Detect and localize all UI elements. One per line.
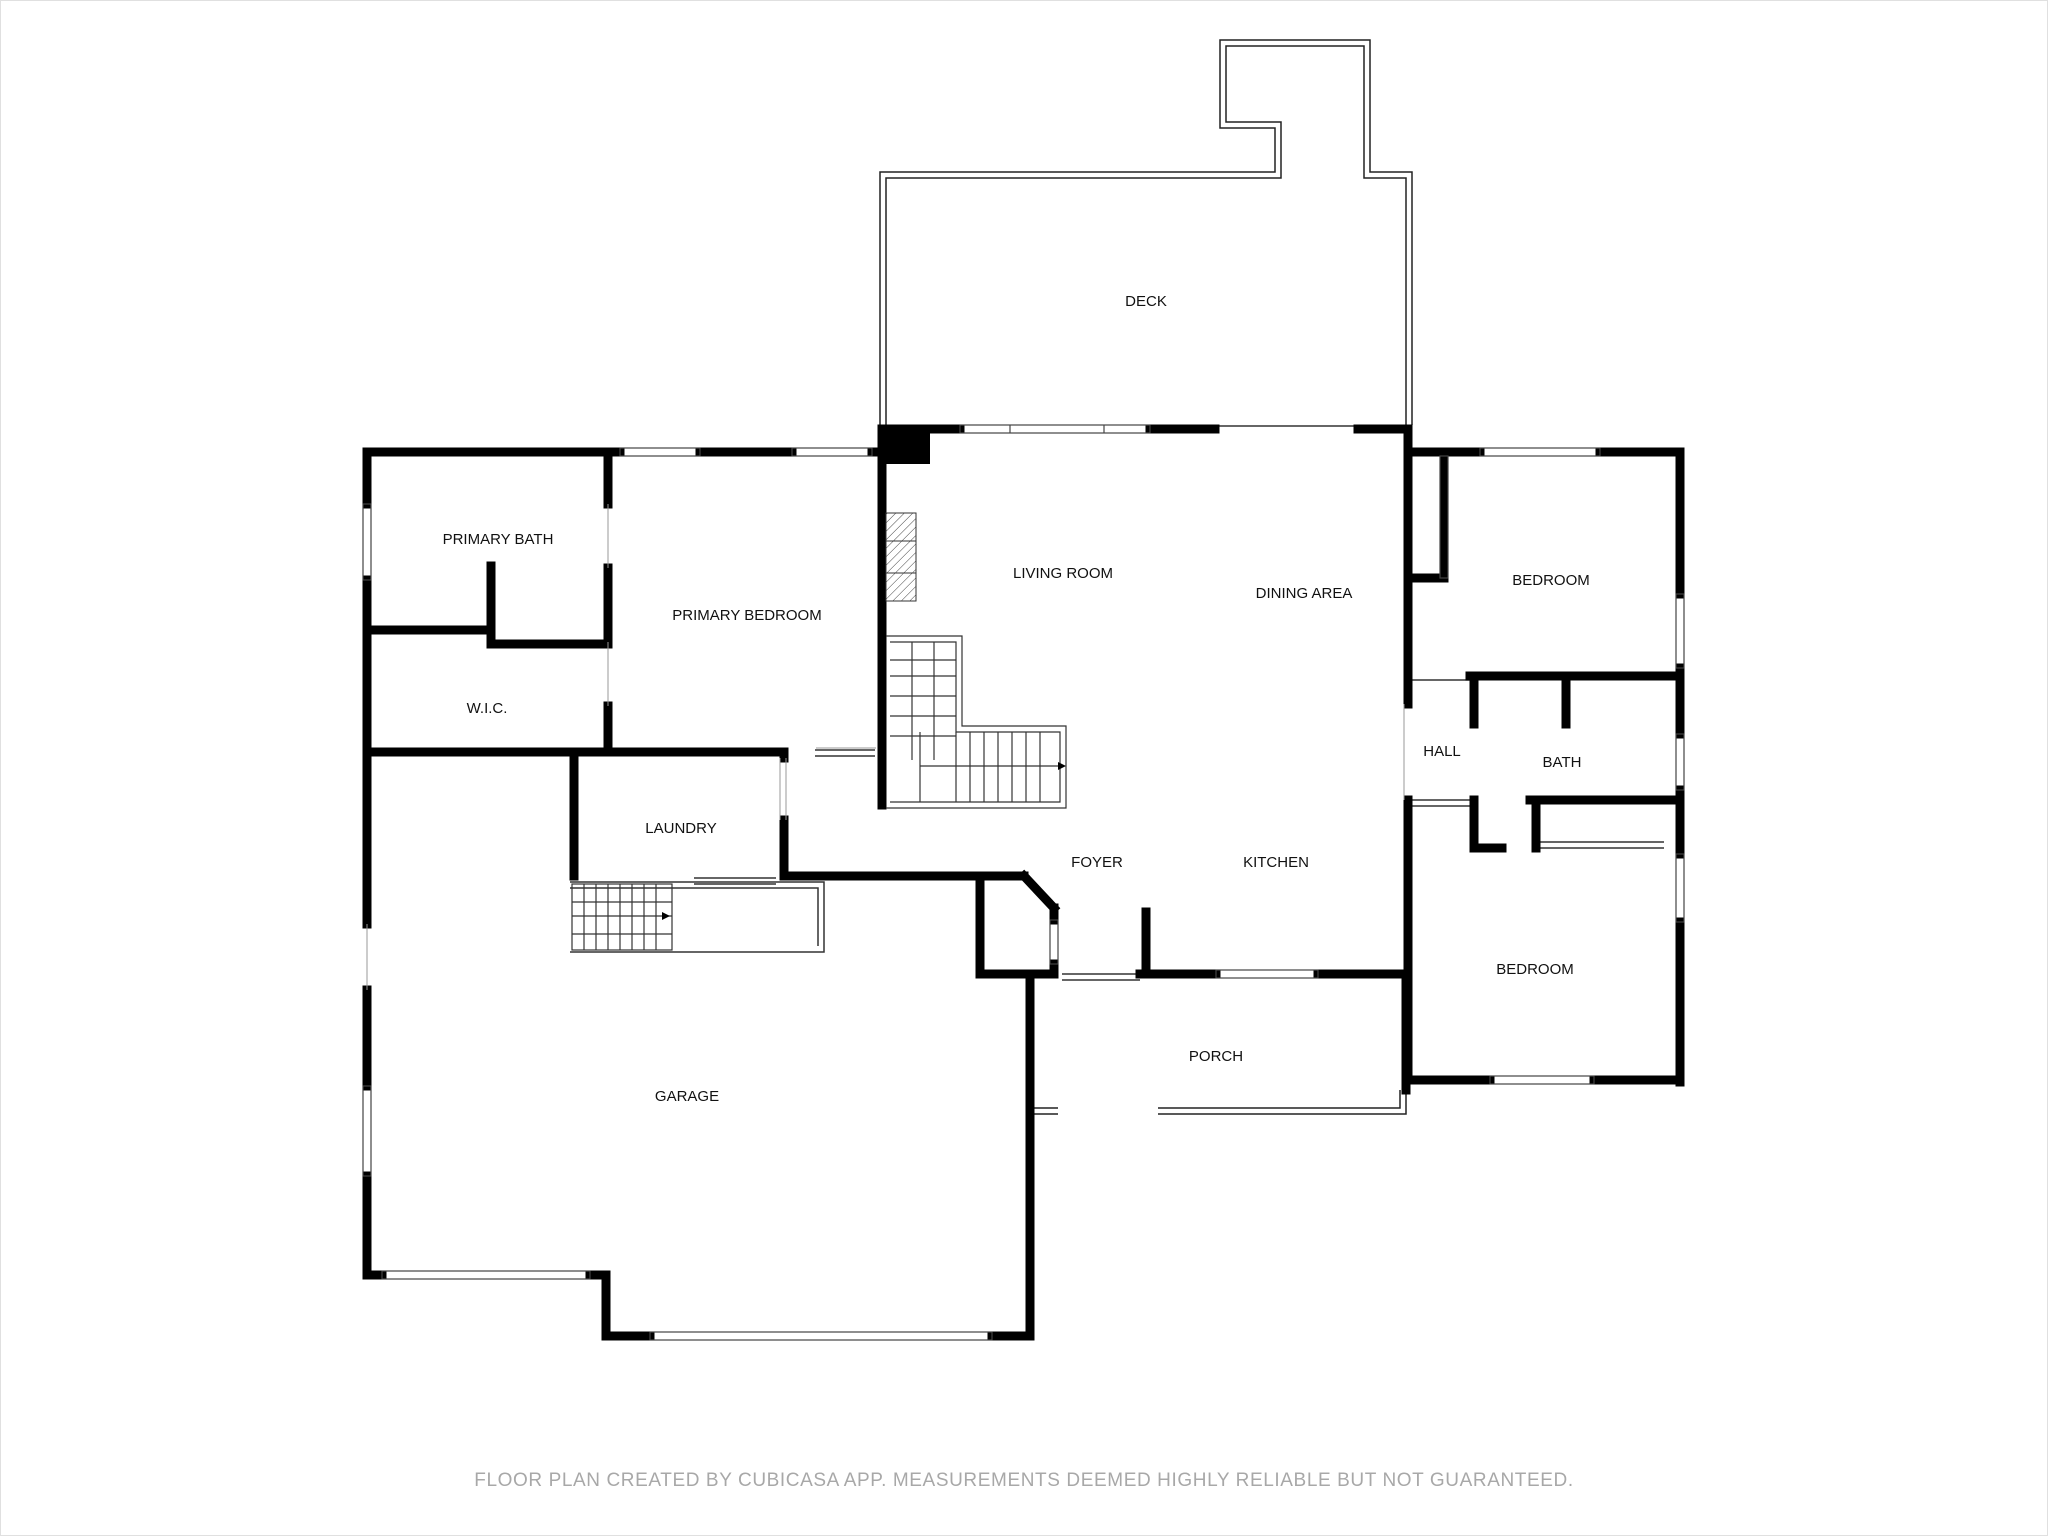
room-label-wic: W.I.C.	[467, 700, 508, 717]
garage-staircase	[571, 883, 673, 951]
room-label-hall: HALL	[1423, 743, 1461, 760]
main-staircase	[886, 635, 1067, 809]
room-label-deck: DECK	[1125, 293, 1167, 310]
fireplace	[885, 512, 917, 602]
garage-stair-arrow-icon	[662, 912, 670, 920]
room-label-living-room: LIVING ROOM	[1013, 565, 1113, 582]
room-label-kitchen: KITCHEN	[1243, 854, 1309, 871]
room-label-dining-area: DINING AREA	[1256, 585, 1353, 602]
porch-outline	[1034, 1090, 1407, 1115]
room-labels: DECK PRIMARY BATH PRIMARY BEDROOM LIVING…	[443, 293, 1590, 1105]
disclaimer-footer: FLOOR PLAN CREATED BY CUBICASA APP. MEAS…	[474, 1470, 1574, 1491]
room-label-bath: BATH	[1543, 754, 1582, 771]
room-label-laundry: LAUNDRY	[645, 820, 716, 837]
room-label-bedroom-2: BEDROOM	[1496, 961, 1574, 978]
room-label-porch: PORCH	[1189, 1048, 1243, 1065]
deck-outline	[879, 39, 1413, 425]
openings	[366, 504, 1405, 990]
room-label-foyer: FOYER	[1071, 854, 1123, 871]
stair-arrow-icon	[1058, 762, 1066, 770]
column-block	[878, 426, 930, 464]
thin-lines	[570, 425, 1664, 981]
room-label-bedroom-1: BEDROOM	[1512, 572, 1590, 589]
windows	[362, 424, 1685, 1341]
room-label-garage: GARAGE	[655, 1088, 719, 1105]
room-label-primary-bath: PRIMARY BATH	[443, 531, 554, 548]
room-label-primary-bedroom: PRIMARY BEDROOM	[672, 607, 821, 624]
walls	[362, 424, 1685, 1341]
